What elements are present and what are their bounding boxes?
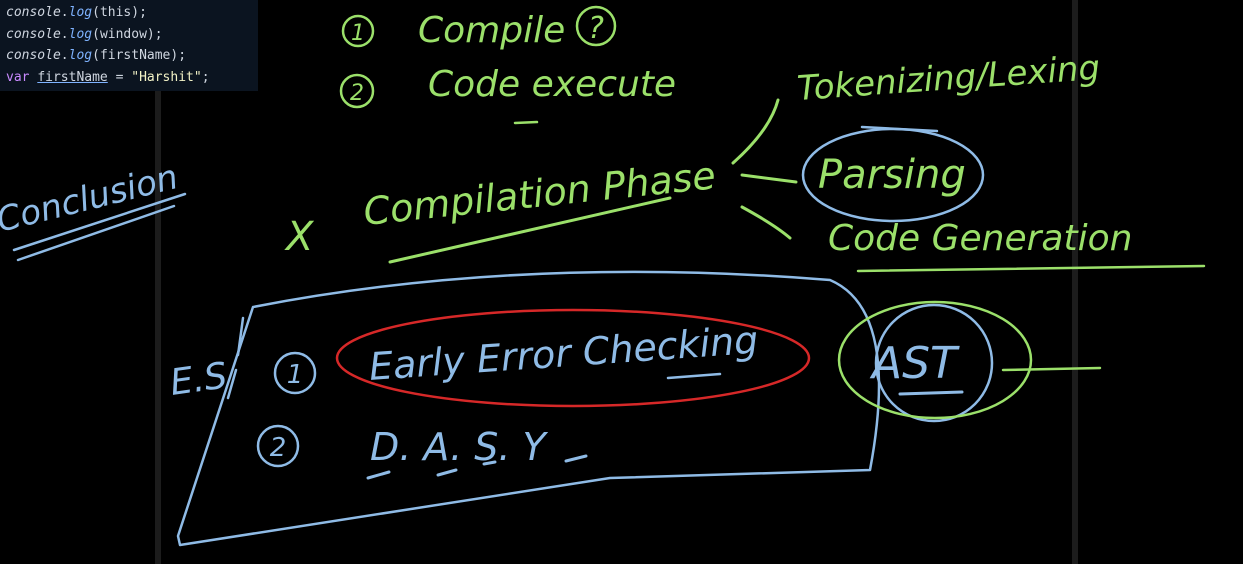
ast-blue-circle — [874, 303, 994, 423]
conclusion-label: Conclusion — [0, 157, 182, 241]
item-one-circle — [273, 351, 317, 395]
step-one-text: Compile — [418, 10, 565, 51]
item-one-text: Early Error Checking — [368, 318, 760, 389]
enclosure-slash — [226, 316, 245, 400]
dash-mark — [513, 120, 539, 125]
ast-label: AST — [869, 338, 960, 389]
compilation-phase-label: Compilation Phase — [361, 153, 717, 234]
left-dark-stripe — [155, 0, 161, 564]
dasy-underlines — [366, 454, 588, 480]
code-line-4: var firstName = "Harshit"; — [6, 69, 210, 85]
code-generation-label: Code Generation — [828, 218, 1132, 259]
code-method: log — [68, 5, 93, 20]
code-arg: window — [99, 26, 147, 42]
step-one-circle — [341, 14, 375, 48]
code-keyword: var — [6, 69, 30, 85]
item-two-circle — [256, 424, 300, 468]
step-one-number: 1 — [351, 21, 365, 46]
branch-line-top — [731, 98, 780, 165]
enclosure-outline — [176, 270, 881, 547]
code-line-3: console.log(firstName); — [6, 48, 187, 63]
branch-line-bottom — [740, 205, 792, 240]
code-string: "Harshit" — [131, 69, 202, 85]
code-line-2: console.log(window); — [6, 26, 163, 42]
parsing-label: Parsing — [818, 152, 966, 198]
code-object: console — [6, 26, 61, 42]
step-two-number: 2 — [350, 81, 364, 106]
code-method: log — [68, 26, 93, 42]
code-identifier: firstName — [37, 69, 108, 85]
es-label: E.S — [168, 355, 230, 404]
right-dark-stripe — [1072, 0, 1078, 564]
code-line-1: console.log(this); — [6, 5, 147, 20]
ast-pointer-line — [1001, 366, 1102, 372]
ast-green-ellipse — [837, 300, 1033, 420]
item-one-number: 1 — [287, 360, 304, 390]
parsing-top-mark — [860, 125, 939, 133]
code-snippet-panel: console.log(this); console.log(window); … — [0, 0, 258, 91]
conclusion-underline-2 — [16, 204, 176, 262]
branch-line-mid — [740, 173, 798, 184]
code-object: console — [6, 5, 61, 20]
tokenizing-label: Tokenizing/Lexing — [796, 48, 1101, 109]
code-arg: firstName — [99, 48, 171, 63]
step-two-circle — [339, 73, 375, 109]
conclusion-underline-1 — [12, 192, 187, 252]
item-two-text: D. A. S. Y — [370, 425, 549, 469]
question-mark: ? — [588, 11, 604, 46]
early-error-underline — [666, 372, 722, 380]
compilation-underline — [388, 196, 672, 264]
code-object: console — [6, 48, 61, 63]
question-circle — [575, 5, 617, 47]
code-arg: this — [99, 5, 132, 20]
ast-underline — [898, 390, 964, 396]
cross-mark: X — [284, 214, 315, 260]
item-two-number: 2 — [270, 433, 287, 463]
early-error-ellipse — [335, 308, 811, 408]
code-generation-underline — [856, 264, 1206, 273]
step-two-text: Code execute — [428, 64, 676, 105]
code-method: log — [68, 48, 93, 63]
